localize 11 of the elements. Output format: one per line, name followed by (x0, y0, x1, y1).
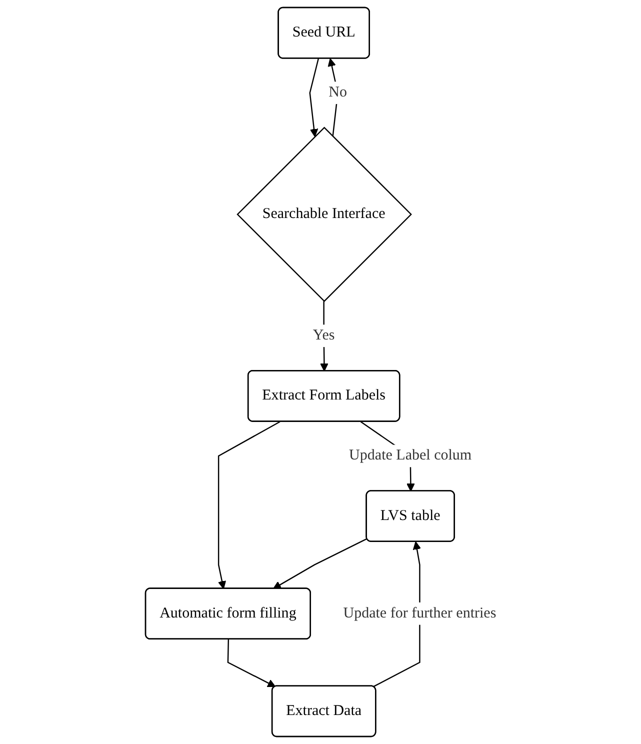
edge-label: No (328, 84, 347, 100)
edge-label: Update Label colum (348, 448, 472, 464)
edge-label: Yes (312, 327, 334, 344)
arrow (308, 58, 319, 137)
node-diamond: Searchable Interface (236, 126, 412, 302)
arrow (327, 58, 338, 137)
arrow (272, 538, 367, 590)
arrow (226, 639, 276, 688)
edge-label: Update for further entries (342, 605, 496, 622)
arrow (218, 421, 280, 590)
arrow (320, 301, 328, 372)
